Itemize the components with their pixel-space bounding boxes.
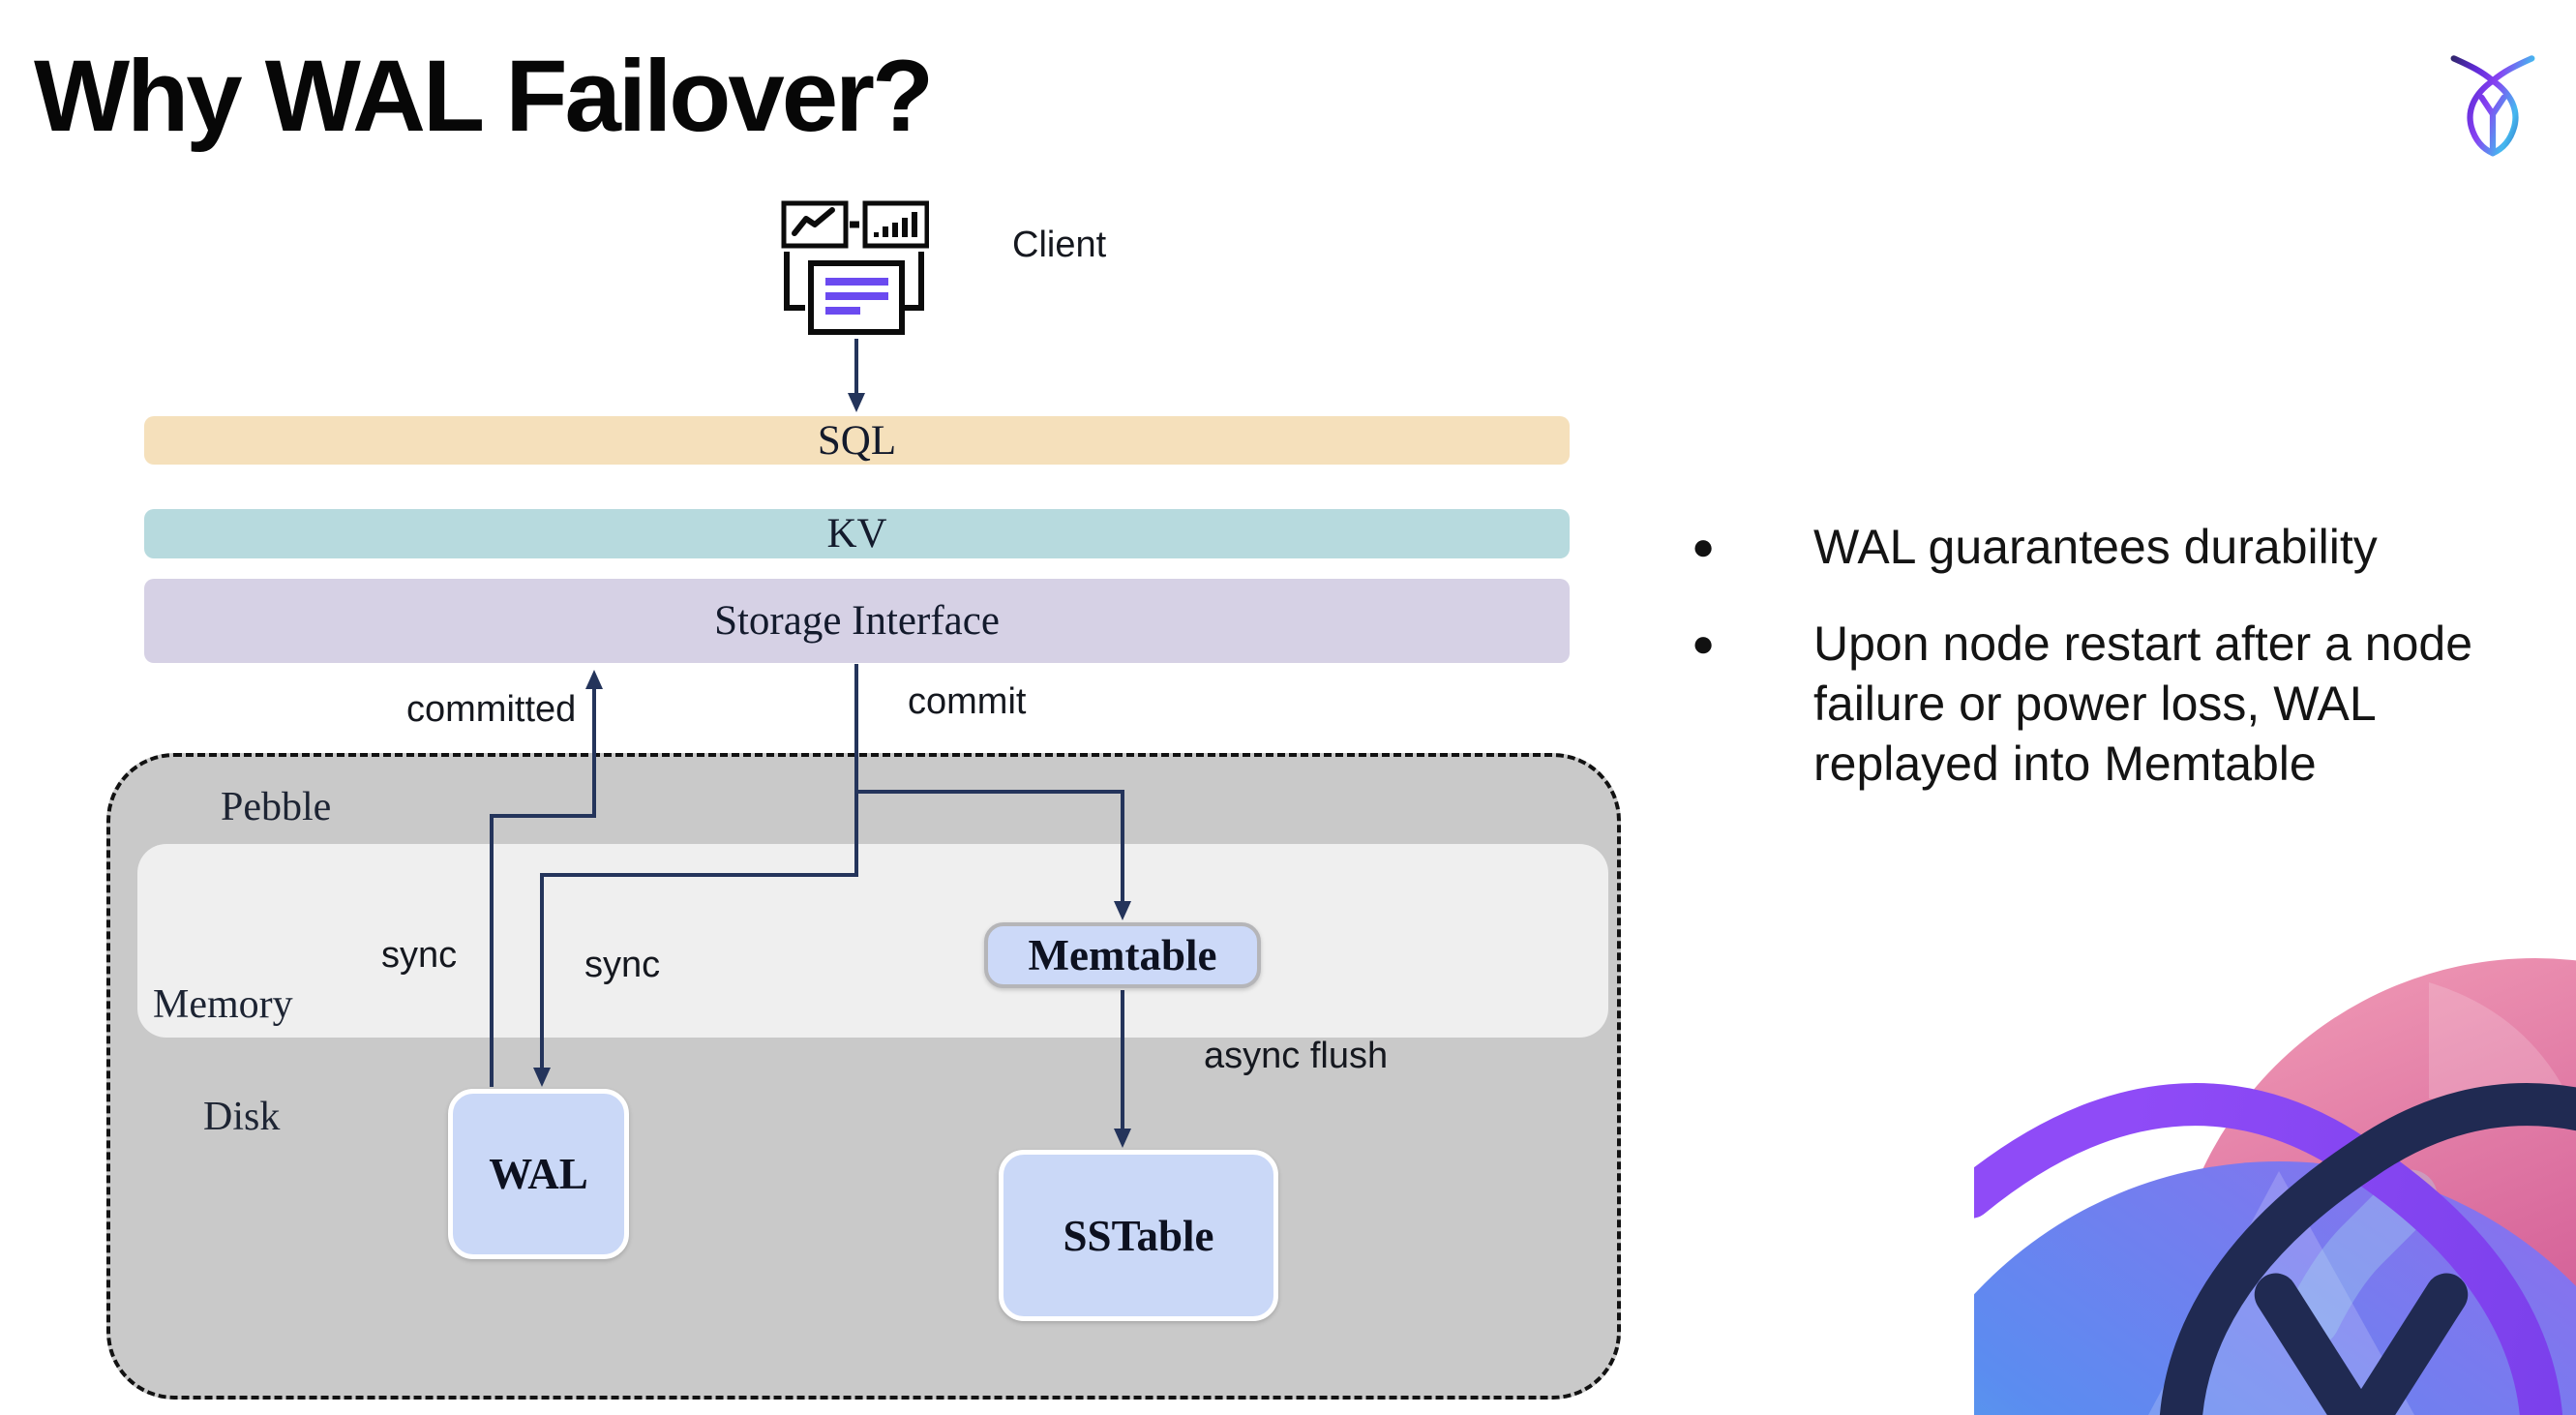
bullet-list: ● WAL guarantees durability ● Upon node … xyxy=(1692,517,2543,830)
memory-zone xyxy=(137,844,1608,1038)
memory-zone-label: Memory xyxy=(153,982,293,1027)
layer-storage-interface-label: Storage Interface xyxy=(714,598,1000,644)
sstable-node: SSTable xyxy=(999,1150,1278,1321)
layer-kv-label: KV xyxy=(826,511,887,557)
pebble-label: Pebble xyxy=(221,785,332,829)
wal-node-label: WAL xyxy=(489,1150,588,1198)
client-devices-icon xyxy=(781,200,929,335)
giant-cockroach-mark xyxy=(1974,1083,2576,1415)
layer-sql-label: SQL xyxy=(817,417,897,464)
wal-node: WAL xyxy=(448,1089,629,1259)
bullet-text: Upon node restart after a node failure o… xyxy=(1813,617,2473,791)
edge-label-sync-right: sync xyxy=(584,945,661,985)
list-item: ● WAL guarantees durability xyxy=(1692,517,2543,577)
edge-label-committed: committed xyxy=(406,689,577,730)
page-title: Why WAL Failover? xyxy=(34,40,934,153)
client-label: Client xyxy=(1012,225,1107,265)
layer-sql: SQL xyxy=(144,416,1570,465)
edge-label-commit: commit xyxy=(908,681,1027,722)
orb-highlight xyxy=(2429,982,2569,1099)
left-bracket xyxy=(784,252,805,311)
edge-label-async-flush: async flush xyxy=(1204,1036,1389,1076)
brand-gradient-orbs-decoration xyxy=(1974,958,2576,1415)
disk-zone-label: Disk xyxy=(203,1095,281,1139)
right-bracket xyxy=(903,252,924,311)
edge-label-sync-left: sync xyxy=(381,935,458,976)
memtable-node: Memtable xyxy=(984,922,1261,988)
layer-kv: KV xyxy=(144,509,1570,558)
bullet-dot-icon: ● xyxy=(1692,526,1716,568)
cockroachdb-logo-icon xyxy=(2450,55,2535,157)
list-item: ● Upon node restart after a node failure… xyxy=(1692,614,2543,794)
bullet-dot-icon: ● xyxy=(1692,622,1716,665)
line-chart-icon xyxy=(781,200,849,249)
sstable-node-label: SSTable xyxy=(1063,1211,1214,1260)
memtable-node-label: Memtable xyxy=(1028,931,1217,979)
layer-storage-interface: Storage Interface xyxy=(144,579,1570,663)
bullet-text: WAL guarantees durability xyxy=(1813,520,2378,574)
